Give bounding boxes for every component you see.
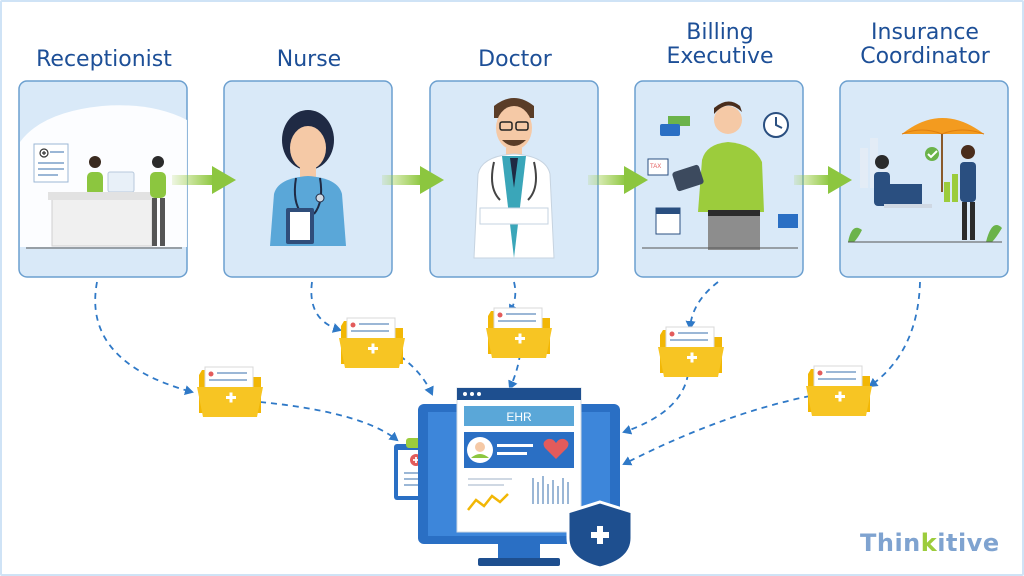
flow-arrows	[172, 166, 852, 194]
receptionist-illustration	[20, 105, 187, 249]
brand-dotted-letter: k	[920, 529, 938, 557]
role-title-receptionist: Receptionist	[36, 47, 172, 72]
role-title-billing-executive: Billing Executive	[666, 20, 774, 69]
role-title-doctor: Doctor	[478, 47, 552, 72]
insurance-illustration	[848, 118, 1002, 243]
folder-icon	[485, 307, 553, 359]
billing-illustration: TAX	[642, 101, 798, 250]
role-title-nurse: Nurse	[276, 47, 342, 72]
brand-prefix: Thin	[860, 529, 921, 557]
shield-icon	[566, 500, 634, 570]
data-flow-arrows	[94, 281, 921, 466]
folder-icon	[338, 317, 406, 369]
role-title-insurance-coordinator: Insurance Coordinator	[860, 20, 990, 69]
tax-label: TAX	[650, 164, 661, 170]
brand-suffix: itive	[937, 529, 1000, 557]
nurse-illustration	[270, 110, 346, 246]
doctor-illustration	[473, 98, 555, 259]
folder-icon	[196, 366, 264, 418]
folder-icon	[805, 365, 873, 417]
ehr-title: EHR	[506, 410, 532, 424]
ehr-monitor	[418, 387, 620, 566]
folder-icon	[657, 326, 725, 378]
brand-logo: Thinkitive	[860, 529, 1000, 557]
